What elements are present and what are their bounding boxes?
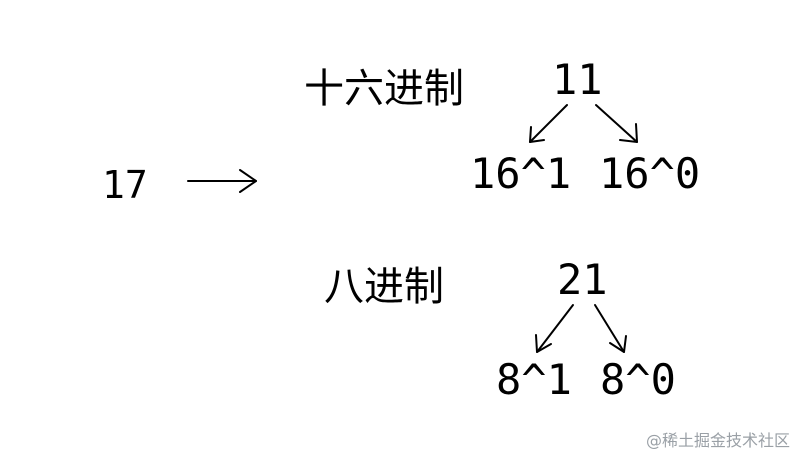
hexadecimal-right-term: 16^0 (599, 149, 700, 198)
hexadecimal-left-term: 16^1 (470, 149, 571, 198)
octal-result: 21 (557, 255, 608, 304)
hexadecimal-branch: 十六进制 11 16^1 16^0 (304, 55, 700, 198)
hexadecimal-result: 11 (552, 55, 603, 104)
source-number: 17 (102, 163, 148, 207)
octal-right-term: 8^0 (600, 355, 676, 404)
watermark-text: @稀土掘金技术社区 (646, 431, 790, 450)
hexadecimal-label: 十六进制 (304, 66, 464, 112)
main-right-arrow (187, 169, 257, 193)
octal-right-arrow (594, 304, 627, 353)
octal-left-term: 8^1 (496, 355, 572, 404)
octal-label: 八进制 (324, 264, 444, 310)
hexadecimal-left-arrow (529, 104, 568, 143)
octal-branch: 八进制 21 8^1 8^0 (324, 255, 676, 404)
hexadecimal-right-arrow (595, 104, 638, 143)
octal-left-arrow (535, 304, 574, 353)
